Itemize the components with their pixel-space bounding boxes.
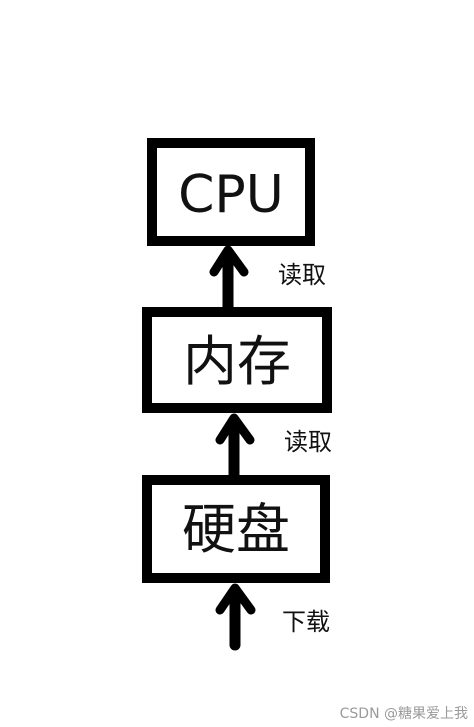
- watermark: CSDN @糖果爱上我: [340, 706, 468, 722]
- edge-label-disk-memory: 读取: [284, 428, 332, 456]
- edge-label-download-disk: 下载: [282, 608, 330, 636]
- arrow-disk-to-memory: [215, 413, 255, 482]
- memory-box: [142, 307, 332, 413]
- cpu-box: [147, 138, 315, 246]
- arrow-download-to-disk: [215, 583, 256, 651]
- arrow-memory-to-cpu: [209, 245, 249, 314]
- disk-label: 硬盘: [182, 498, 290, 561]
- memory-label: 内存: [183, 330, 291, 393]
- edge-label-memory-cpu: 读取: [278, 261, 326, 289]
- cpu-label: CPU: [178, 165, 284, 225]
